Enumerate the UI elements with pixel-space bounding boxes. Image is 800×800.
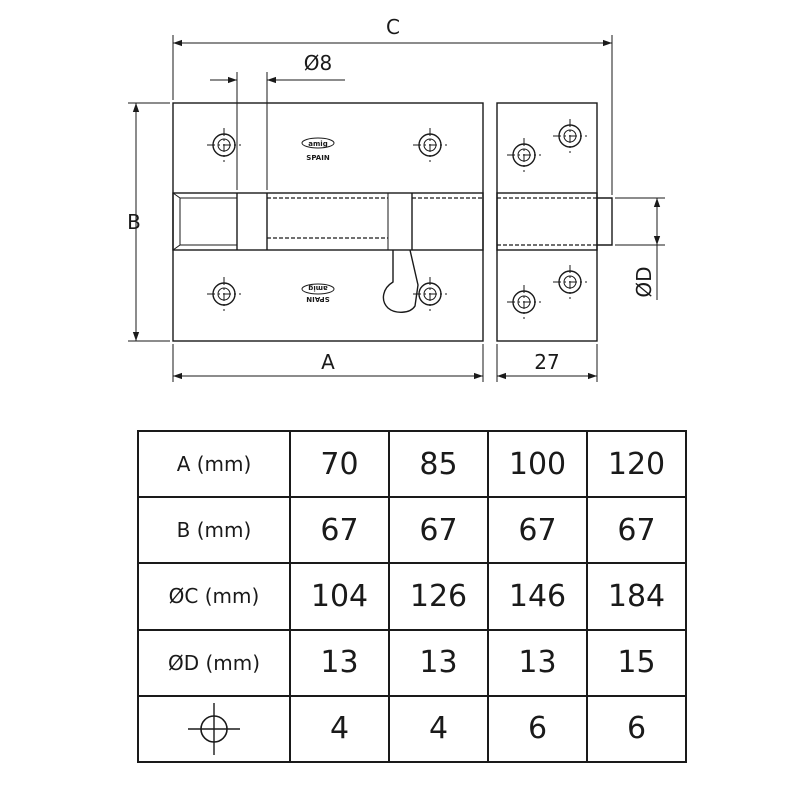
logo-brand-text-rotated: amig [308,284,327,292]
table-cell: 100 [487,429,588,499]
logo-country-text-rotated: SPAIN [306,295,330,303]
brand-logo-top: amig SPAIN [301,137,335,162]
dimension-a-label: A [321,350,335,374]
row-label: A (mm) [137,429,291,499]
table-cell: 126 [388,562,489,631]
table-cell: 120 [586,429,687,499]
dimension-b: B [127,102,170,342]
table-cell: 13 [289,628,390,697]
table-row-holes: 4 4 6 6 [137,694,687,764]
logo-country-text: SPAIN [306,154,330,162]
row-label: B (mm) [137,496,291,565]
table-cell: 4 [388,694,489,764]
table-row-c: ØC (mm) 104 126 146 184 [137,562,687,631]
table-row-d: ØD (mm) 13 13 13 15 [137,628,687,697]
dimension-a: A [172,344,484,382]
screw-holes-keeper [506,118,588,320]
table-cell: 67 [586,496,687,565]
table-cell: 67 [289,496,390,565]
brand-logo-bottom: amig SPAIN [301,283,335,303]
table-cell: 15 [586,628,687,697]
dimension-27-label: 27 [534,350,559,374]
table-cell: 13 [388,628,489,697]
table-cell: 85 [388,429,489,499]
dimension-c-label: C [386,15,400,39]
technical-drawing: amig SPAIN amig SPAIN C Ø8 B ØD [127,15,665,382]
table-cell: 67 [487,496,588,565]
table-cell: 67 [388,496,489,565]
row-label: ØC (mm) [137,562,291,631]
keeper-plate [496,102,598,342]
dimension-hole: Ø8 [210,51,345,190]
dimension-d: ØD [615,197,665,300]
table-cell: 184 [586,562,687,631]
dimension-b-label: B [127,210,141,234]
table-cell: 146 [487,562,588,631]
table-row-b: B (mm) 67 67 67 67 [137,496,687,565]
logo-brand-text: amig [308,140,327,148]
row-label: ØD (mm) [137,628,291,697]
bolt-bar [172,192,613,251]
dimension-27: 27 [496,344,598,382]
table-cell: 70 [289,429,390,499]
table-cell: 13 [487,628,588,697]
row-label-icon [137,694,291,764]
table-row-a: A (mm) 70 85 100 120 [137,429,687,499]
screw-hole-icon [188,702,240,755]
table-cell: 104 [289,562,390,631]
table-cell: 4 [289,694,390,764]
dimension-d-label: ØD [632,266,656,297]
specification-table: A (mm) 70 85 100 120 B (mm) 67 67 67 67 … [137,429,687,764]
bolt-knob [382,249,419,313]
dimension-hole-label: Ø8 [304,51,332,75]
dimension-c: C [172,15,613,195]
table-cell: 6 [586,694,687,764]
table-cell: 6 [487,694,588,764]
